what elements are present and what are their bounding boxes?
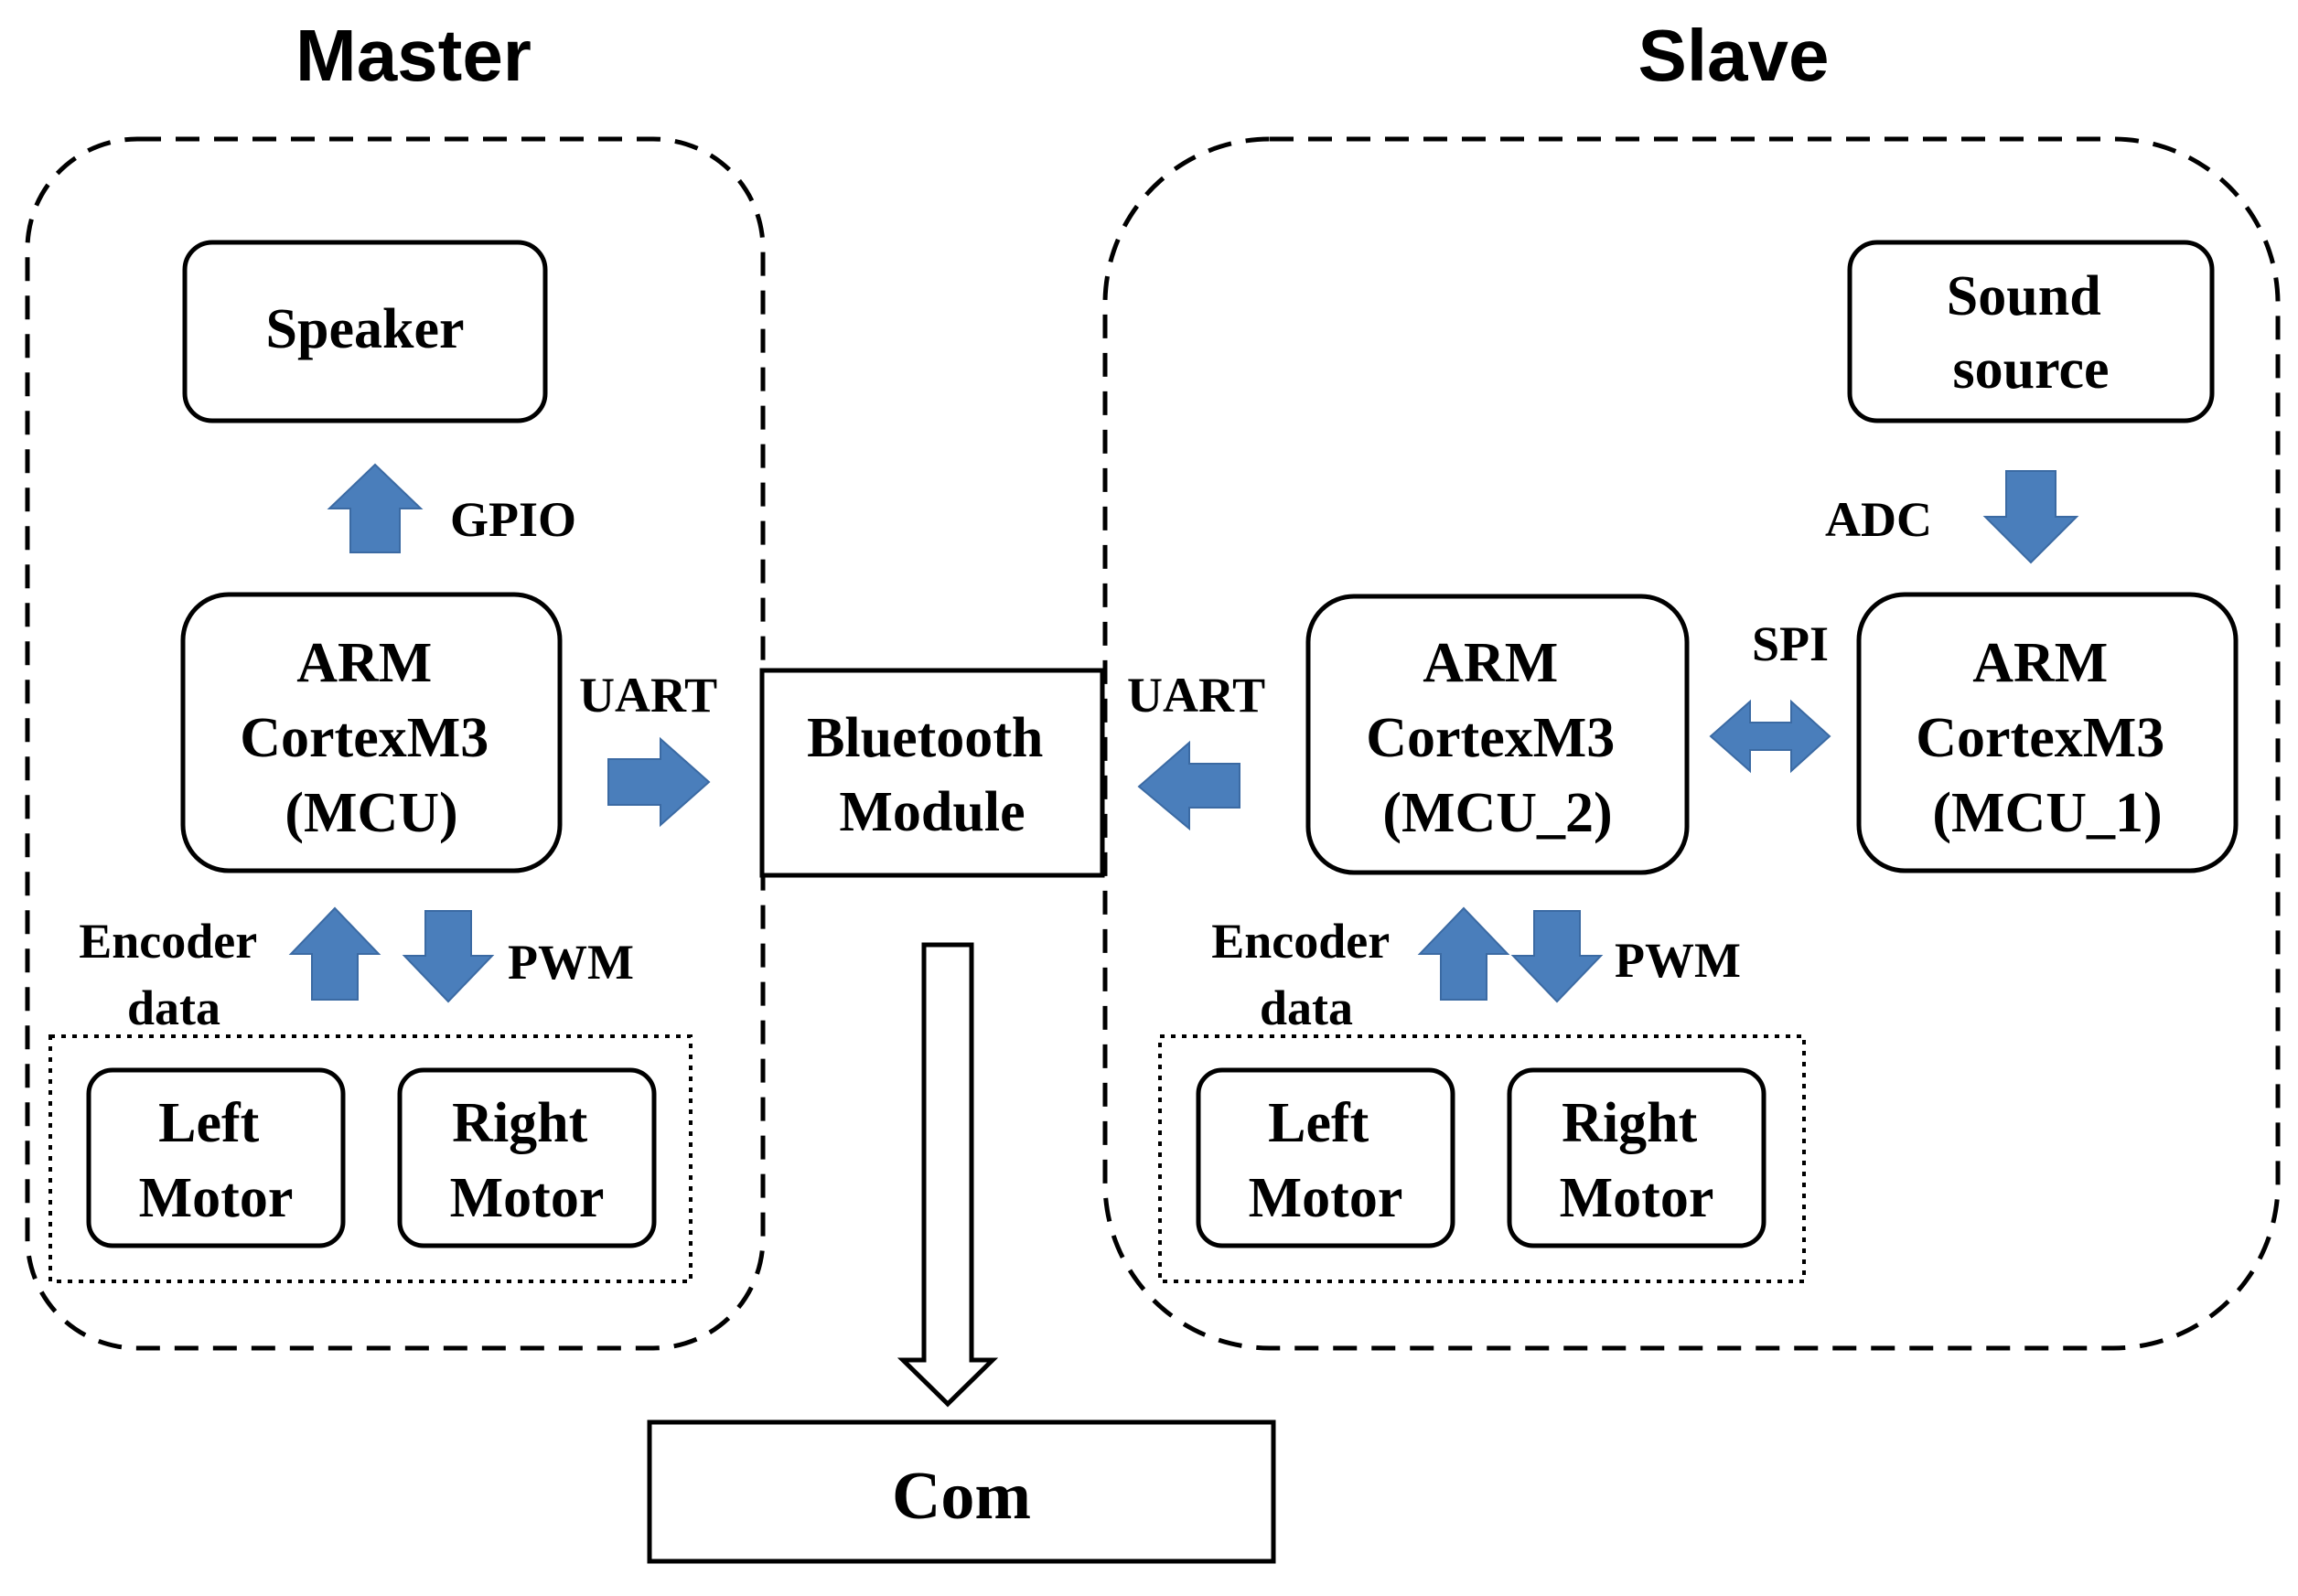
- speaker-label: Speaker: [266, 298, 465, 360]
- slave-mcu1-label: ARM CortexM3 (MCU_1): [1916, 632, 2178, 844]
- slave-right-motor-label: Right Motor: [1560, 1092, 1714, 1229]
- master-uart-arrow-right: [607, 736, 711, 828]
- slave-motor-group: [1158, 1034, 1806, 1283]
- slave-left-motor-box: [1196, 1067, 1455, 1248]
- sound-source-label: Sound source: [1947, 265, 2115, 401]
- adc-label: ADC: [1825, 492, 1932, 547]
- slave-left-motor-label: Left Motor: [1249, 1092, 1403, 1229]
- master-pwm-arrow-down: [402, 910, 495, 1003]
- slave-mcu2-box: [1305, 594, 1690, 875]
- com-box: [647, 1419, 1276, 1564]
- master-right-motor-box: [397, 1067, 657, 1248]
- slave-uart-arrow-left: [1137, 740, 1240, 831]
- bluetooth-module-box: [759, 668, 1105, 878]
- sound-source-box: [1847, 240, 2215, 423]
- slave-encoder-arrow-up: [1417, 906, 1510, 1001]
- slave-uart-label: UART: [1127, 668, 1265, 723]
- slave-encoder-label: Encoder data: [1211, 914, 1401, 1035]
- bluetooth-module-label: Bluetooth Module: [807, 707, 1058, 843]
- speaker-box: [182, 240, 548, 423]
- spi-label: SPI: [1752, 616, 1829, 671]
- master-uart-label: UART: [579, 668, 717, 723]
- master-left-motor-label: Left Motor: [139, 1092, 294, 1229]
- slave-group: [1102, 136, 2281, 1351]
- master-encoder-label: Encoder data: [79, 914, 269, 1035]
- slave-mcu2-label: ARM CortexM3 (MCU_2): [1366, 632, 1628, 844]
- slave-right-motor-box: [1507, 1067, 1766, 1248]
- com-label: Com: [892, 1459, 1031, 1534]
- master-pwm-label: PWM: [508, 935, 634, 990]
- slave-mcu1-box: [1856, 592, 2239, 873]
- gpio-label: GPIO: [450, 492, 576, 547]
- slave-title: Slave: [1638, 15, 1829, 96]
- master-encoder-arrow-up: [288, 906, 381, 1001]
- spi-arrow-bidirectional: [1709, 699, 1831, 774]
- slave-pwm-arrow-down: [1510, 910, 1604, 1003]
- master-left-motor-box: [86, 1067, 346, 1248]
- master-mcu-box: [180, 592, 563, 873]
- master-motor-group: [48, 1034, 693, 1283]
- master-mcu-label: ARM CortexM3 (MCU): [240, 632, 502, 844]
- com-hollow-arrow-down: [897, 942, 999, 1408]
- adc-arrow-down: [1982, 470, 2079, 564]
- slave-pwm-label: PWM: [1615, 933, 1741, 988]
- gpio-arrow-up: [327, 463, 424, 553]
- master-title: Master: [295, 15, 532, 96]
- master-right-motor-label: Right Motor: [450, 1092, 605, 1229]
